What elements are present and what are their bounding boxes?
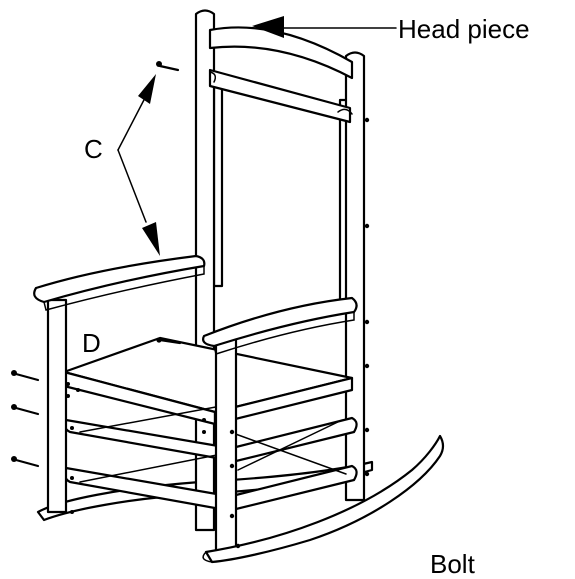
rocking-chair-assembly-diagram: Head piece C D Bolt: [11, 0, 575, 577]
left-arm-edge: [44, 266, 204, 310]
right-arm-edge: [214, 312, 354, 354]
right-front-leg: [216, 338, 236, 552]
back-rail: [210, 70, 350, 122]
side-rung-lower: [232, 466, 357, 510]
head-piece: [210, 27, 352, 78]
front-rocker-tip-left: [203, 552, 212, 562]
cross-stretcher-c: [230, 432, 346, 474]
head-piece-label: Head piece: [398, 14, 530, 44]
back-panel-left-edge: [214, 86, 222, 286]
right-arm: [203, 298, 356, 346]
bolt-label: Bolt: [430, 549, 475, 579]
back-rail-peg: [338, 109, 352, 114]
left-front-leg: [48, 300, 66, 512]
side-rung-upper: [232, 418, 357, 462]
part-c-label: C: [84, 134, 103, 164]
loose-screws: [11, 337, 180, 466]
cross-stretcher-a: [80, 404, 232, 432]
front-rocker: [206, 436, 443, 562]
cross-stretcher-b: [80, 452, 232, 482]
head-piece-leader-arrow: [252, 16, 396, 38]
screw-holes: [66, 117, 370, 549]
cross-stretcher-d: [238, 420, 342, 470]
part-d-label: D: [82, 328, 101, 358]
chair-drawing: [11, 0, 575, 565]
c-leader-arrows: [118, 74, 160, 256]
dowel-c: [156, 61, 178, 70]
back-post-peg: [210, 72, 215, 82]
